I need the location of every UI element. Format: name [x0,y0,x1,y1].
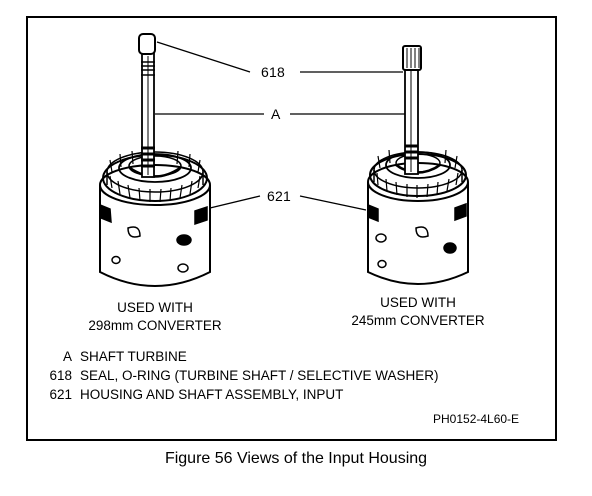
left-caption: USED WITH 298mm CONVERTER [70,299,240,335]
parts-legend: A SHAFT TURBINE 618 SEAL, O-RING (TURBIN… [38,347,439,404]
callout-621: 621 [267,188,291,204]
legend-code: A [62,349,72,364]
leader-lines [155,41,405,211]
callout-618: 618 [261,64,285,80]
legend-text: HOUSING AND SHAFT ASSEMBLY, INPUT [80,387,344,402]
legend-code: 621 [49,387,72,402]
right-caption-line1: USED WITH [380,295,456,310]
left-caption-line1: USED WITH [117,300,193,315]
right-housing-assembly [367,45,469,285]
legend-row: 621 HOUSING AND SHAFT ASSEMBLY, INPUT [38,385,439,404]
left-caption-line2: 298mm CONVERTER [88,318,222,333]
left-housing-assembly [99,33,211,287]
legend-text: SHAFT TURBINE [80,349,187,364]
callout-a: A [271,106,281,122]
right-caption: USED WITH 245mm CONVERTER [332,294,504,330]
legend-code: 618 [49,368,72,383]
part-code: PH0152-4L60-E [433,412,520,426]
legend-text: SEAL, O-RING (TURBINE SHAFT / SELECTIVE … [80,368,439,383]
legend-row: 618 SEAL, O-RING (TURBINE SHAFT / SELECT… [38,366,439,385]
legend-row: A SHAFT TURBINE [38,347,439,366]
figure-caption: Figure 56 Views of the Input Housing [164,450,428,467]
right-caption-line2: 245mm CONVERTER [351,313,485,328]
